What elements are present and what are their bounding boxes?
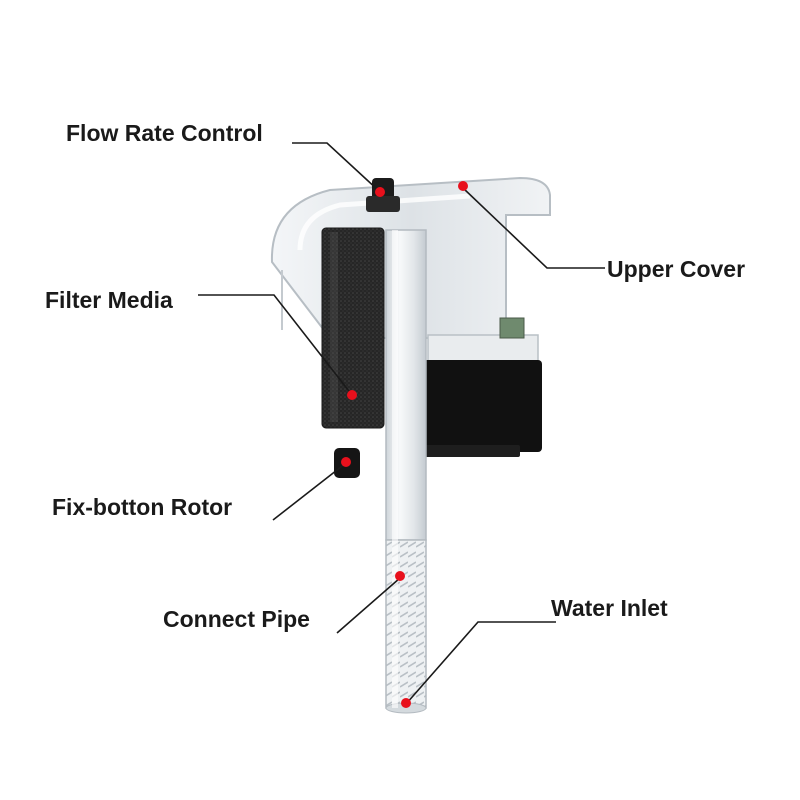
- marker-rotor: [341, 457, 351, 467]
- leader-media: [198, 294, 353, 396]
- label-upper-cover: Upper Cover: [607, 256, 746, 282]
- markers: [341, 181, 468, 708]
- leader-pipe: [336, 577, 401, 634]
- leader-upper: [462, 187, 605, 269]
- leader-inlet: [405, 621, 556, 705]
- label-connect-pipe: Connect Pipe: [163, 606, 310, 632]
- marker-pipe: [395, 571, 405, 581]
- leader-lines: [198, 142, 605, 705]
- label-water-inlet: Water Inlet: [551, 595, 668, 621]
- marker-media: [347, 390, 357, 400]
- leader-flow: [292, 142, 380, 192]
- intake-pipe: [385, 229, 427, 714]
- label-flow-rate-control: Flow Rate Control: [66, 120, 263, 146]
- leader-rotor: [272, 462, 347, 521]
- motor-block: [412, 360, 542, 452]
- marker-upper: [458, 181, 468, 191]
- marker-flow: [375, 187, 385, 197]
- label-filter-media: Filter Media: [45, 287, 173, 313]
- label-fix-button-rotor: Fix-botton Rotor: [52, 494, 233, 520]
- sponge-media: [321, 227, 385, 429]
- marker-inlet: [401, 698, 411, 708]
